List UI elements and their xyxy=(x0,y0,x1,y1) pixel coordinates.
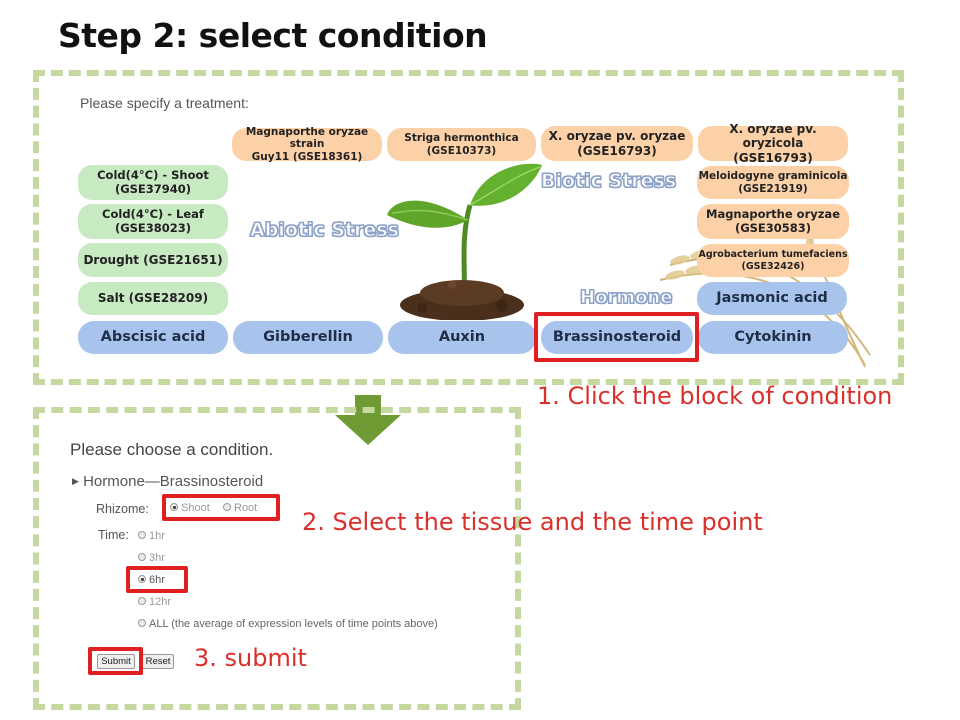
condition-block-xoo[interactable]: X. oryzae pv. oryzae(GSE16793) xyxy=(541,126,693,161)
condition-block-jasmonic-acid[interactable]: Jasmonic acid xyxy=(697,282,847,315)
radio-root[interactable]: Root xyxy=(223,502,257,514)
condition-block-magnaporthe-oryzae[interactable]: Magnaporthe oryzae(GSE30583) xyxy=(697,204,849,239)
instruction-step3: 3. submit xyxy=(194,644,307,672)
condition-block-xoc[interactable]: X. oryzae pv. oryzicola(GSE16793) xyxy=(698,122,848,165)
condition-block-striga[interactable]: Striga hermonthica(GSE10373) xyxy=(387,128,536,161)
highlight-6hr xyxy=(126,566,188,593)
treatment-panel-frame xyxy=(33,70,904,385)
instruction-step2: 2. Select the tissue and the time point xyxy=(302,508,763,536)
highlight-rhizome xyxy=(162,494,280,521)
radio-icon xyxy=(138,531,146,540)
submit-button[interactable]: Submit xyxy=(97,654,135,669)
radio-all[interactable]: ALL (the average of expression levels of… xyxy=(138,618,438,630)
section-label-abiotic: Abiotic Stress xyxy=(250,219,400,242)
condition-heading: Please choose a condition. xyxy=(70,440,274,459)
radio-6hr[interactable]: 6hr xyxy=(138,574,165,586)
breadcrumb: ▶ Hormone—Brassinosteroid xyxy=(72,473,264,490)
condition-block-meloidogyne[interactable]: Meloidogyne graminicola(GSE21919) xyxy=(697,166,849,199)
highlight-brassinosteroid xyxy=(534,312,699,362)
condition-block-agrobacterium[interactable]: Agrobacterium tumefaciens(GSE32426) xyxy=(697,244,849,277)
condition-block-cold-shoot[interactable]: Cold(4°C) - Shoot(GSE37940) xyxy=(78,165,228,200)
radio-icon xyxy=(223,503,231,512)
condition-block-brassinosteroid[interactable]: Brassinosteroid xyxy=(541,321,693,354)
highlight-submit xyxy=(88,647,143,675)
condition-block-drought[interactable]: Drought (GSE21651) xyxy=(78,243,228,277)
section-label-hormone: Hormone xyxy=(579,287,673,309)
time-label: Time: xyxy=(98,528,129,542)
reset-button[interactable]: Reset xyxy=(142,654,174,669)
condition-block-cytokinin[interactable]: Cytokinin xyxy=(698,321,848,354)
radio-icon xyxy=(138,553,146,562)
radio-3hr[interactable]: 3hr xyxy=(138,552,165,564)
condition-block-auxin[interactable]: Auxin xyxy=(388,321,536,354)
radio-selected-icon xyxy=(170,503,178,512)
condition-panel-frame xyxy=(33,407,521,710)
condition-block-gibberellin[interactable]: Gibberellin xyxy=(233,321,383,354)
condition-block-abscisic-acid[interactable]: Abscisic acid xyxy=(78,321,228,354)
rhizome-label: Rhizome: xyxy=(96,502,149,516)
section-label-biotic: Biotic Stress xyxy=(540,170,677,193)
radio-shoot[interactable]: Shoot xyxy=(170,502,210,514)
plant-seedling-icon xyxy=(387,163,542,320)
condition-block-cold-leaf[interactable]: Cold(4°C) - Leaf(GSE38023) xyxy=(78,204,228,239)
radio-selected-icon xyxy=(138,575,146,584)
caret-right-icon: ▶ xyxy=(72,476,79,486)
instruction-step1: 1. Click the block of condition xyxy=(537,382,893,410)
radio-icon xyxy=(138,619,146,628)
condition-block-salt[interactable]: Salt (GSE28209) xyxy=(78,282,228,315)
radio-1hr[interactable]: 1hr xyxy=(138,530,165,542)
radio-icon xyxy=(138,597,146,606)
radio-12hr[interactable]: 12hr xyxy=(138,596,171,608)
page-title: Step 2: select condition xyxy=(58,16,488,55)
treatment-prompt: Please specify a treatment: xyxy=(80,95,249,111)
